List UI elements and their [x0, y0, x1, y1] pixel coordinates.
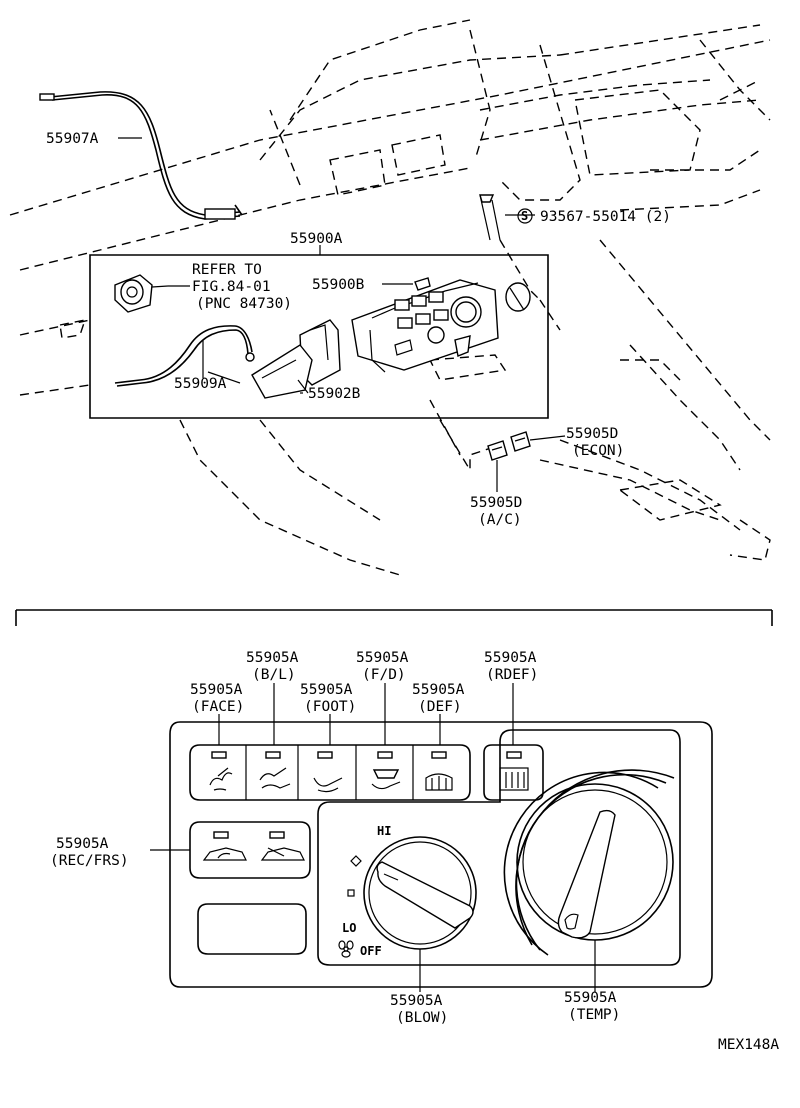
diagram-code: MEX148A	[718, 1037, 779, 1053]
label-55900a: 55900A	[290, 231, 343, 247]
dashboard-outline	[9, 19, 771, 576]
label-face-part: 55905A	[190, 682, 243, 698]
label-fd-part: 55905A	[356, 650, 409, 666]
control-head-55900a	[351, 277, 531, 373]
label-econ-name: (ECON)	[572, 443, 624, 459]
foot-icon	[313, 777, 343, 793]
label-55902b: 55902B	[308, 386, 361, 402]
label-fd-name: (F/D)	[362, 667, 406, 683]
leader-lines-top	[118, 137, 309, 394]
recirculate-icon	[202, 847, 247, 861]
knob-part	[505, 282, 531, 312]
label-econ-part: 55905D	[566, 426, 618, 442]
blank-panel	[197, 903, 307, 955]
label-55907a: 55907A	[46, 131, 99, 147]
blower-hi-label: HI	[377, 824, 391, 838]
label-blow-part: 55905A	[390, 993, 443, 1009]
label-rdef-name: (RDEF)	[486, 667, 538, 683]
label-bl-part: 55905A	[246, 650, 299, 666]
label-93567: 93567-55014 (2)	[540, 209, 671, 225]
leader-lines-bottom	[150, 683, 596, 992]
refer-line-3: (PNC 84730)	[196, 296, 292, 312]
bilevel-icon	[259, 767, 291, 789]
label-foot-name: (FOOT)	[304, 699, 356, 715]
label-blow-name: (BLOW)	[396, 1010, 448, 1026]
label-temp-part: 55905A	[564, 990, 617, 1006]
label-rec-name: (REC/FRS)	[50, 853, 129, 869]
assembly-enclosure	[89, 245, 549, 419]
label-face-name: (FACE)	[192, 699, 244, 715]
label-def-part: 55905A	[412, 682, 465, 698]
label-rdef-part: 55905A	[484, 650, 537, 666]
control-panel: HI LO OFF	[169, 721, 713, 988]
foot-defrost-icon	[371, 769, 401, 790]
cable-55907a	[39, 91, 243, 220]
screw-93567	[479, 194, 535, 241]
rear-defrost-icon	[499, 767, 529, 791]
refer-line-2: FIG.84-01	[192, 279, 271, 295]
blower-off-label: OFF	[360, 944, 382, 958]
blower-dial: HI LO OFF	[338, 824, 477, 958]
panel-labels: 55905A (B/L) 55905A (F/D) 55905A (RDEF) …	[50, 650, 620, 1026]
cable-clip-icon	[204, 208, 236, 220]
label-foot-part: 55905A	[300, 682, 353, 698]
screw-symbol-letter: S	[521, 209, 528, 223]
defrost-icon	[425, 773, 453, 791]
bracket-55902b	[251, 319, 341, 399]
cable-55909a	[114, 325, 255, 387]
label-temp-name: (TEMP)	[568, 1007, 620, 1023]
fan-icon	[338, 940, 354, 958]
section-divider	[15, 609, 773, 626]
refer-line-1: REFER TO	[192, 262, 262, 278]
screw-symbol-icon	[517, 208, 533, 224]
blower-lo-label: LO	[342, 921, 356, 935]
fresh-air-icon	[260, 847, 305, 861]
blower-servo-part	[114, 274, 190, 313]
top-labels: 55907A S 93567-55014 (2) 55900A REFER TO…	[46, 131, 671, 528]
clip-55900b	[414, 277, 431, 291]
cable-end-icon	[245, 352, 255, 362]
label-55900b: 55900B	[312, 277, 365, 293]
switches-55905d	[487, 431, 566, 492]
label-bl-name: (B/L)	[252, 667, 296, 683]
label-def-name: (DEF)	[418, 699, 462, 715]
label-ac-name: (A/C)	[478, 512, 522, 528]
face-vent-icon	[209, 767, 233, 791]
label-55909a: 55909A	[174, 376, 227, 392]
temp-dial	[503, 769, 675, 956]
cable-end-icon	[39, 93, 55, 101]
label-ac-part: 55905D	[470, 495, 522, 511]
label-rec-part: 55905A	[56, 836, 109, 852]
